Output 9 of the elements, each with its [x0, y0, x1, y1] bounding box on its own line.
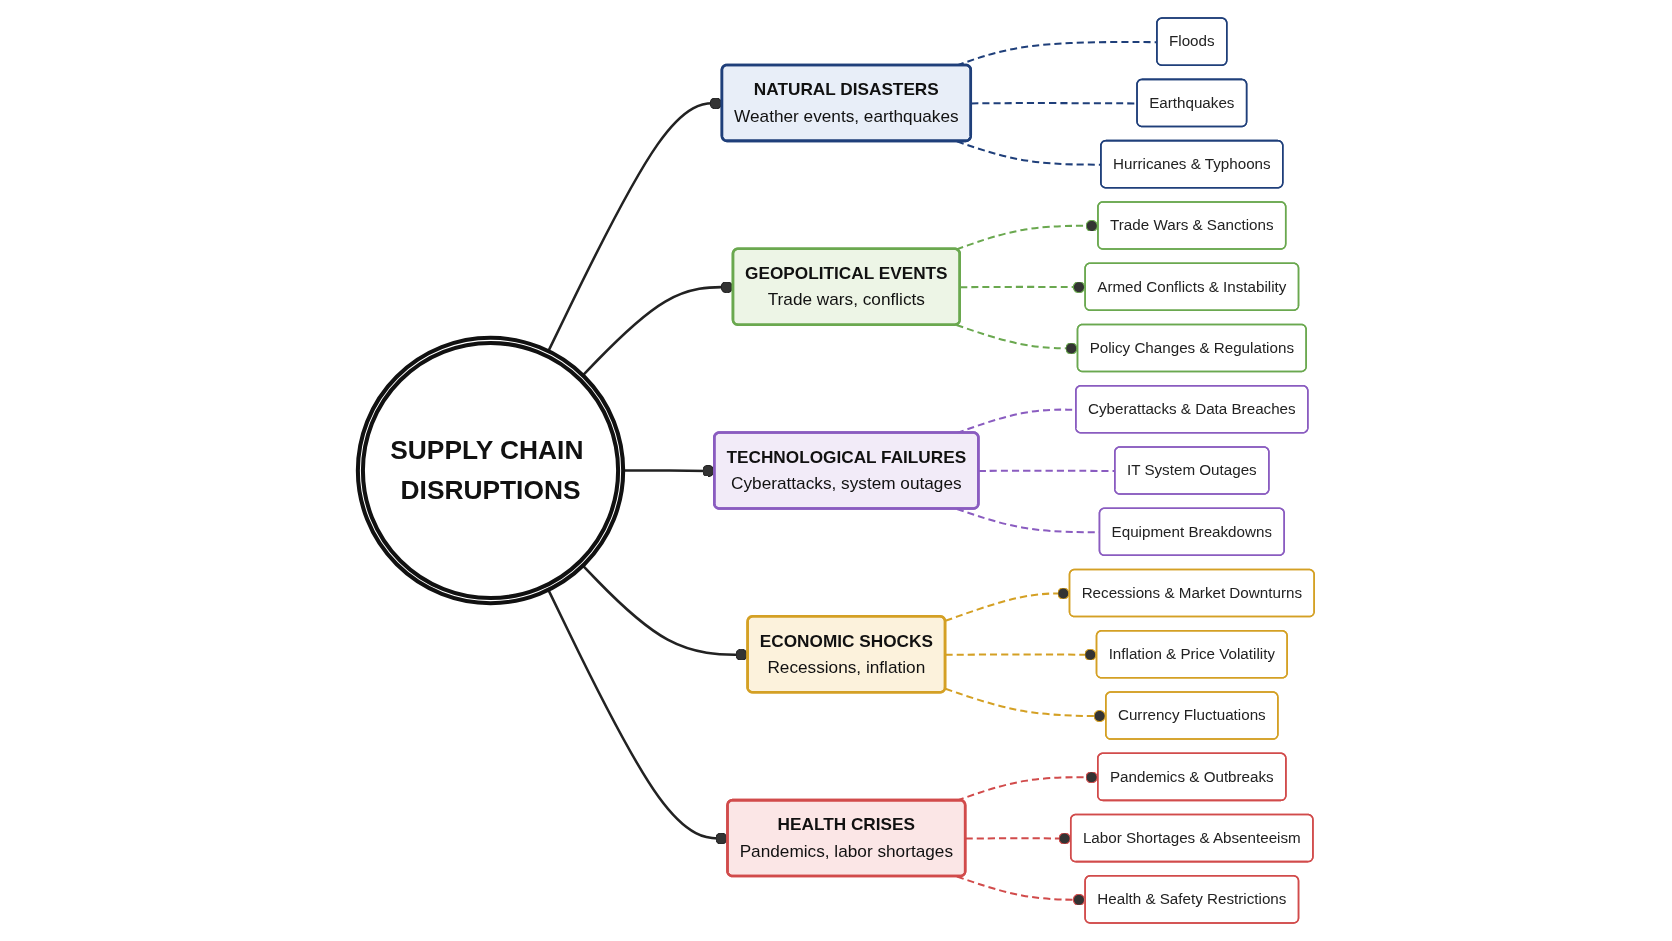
connector: [945, 587, 1070, 622]
connector: [956, 140, 1102, 166]
connector: [956, 875, 1086, 906]
connector: [547, 589, 728, 845]
connector: [956, 324, 1078, 355]
node-circle: SUPPLY CHAIN DISRUPTIONS: [355, 335, 626, 606]
connector: [960, 281, 1086, 294]
connector: [978, 469, 1116, 473]
connector: [945, 648, 1097, 661]
